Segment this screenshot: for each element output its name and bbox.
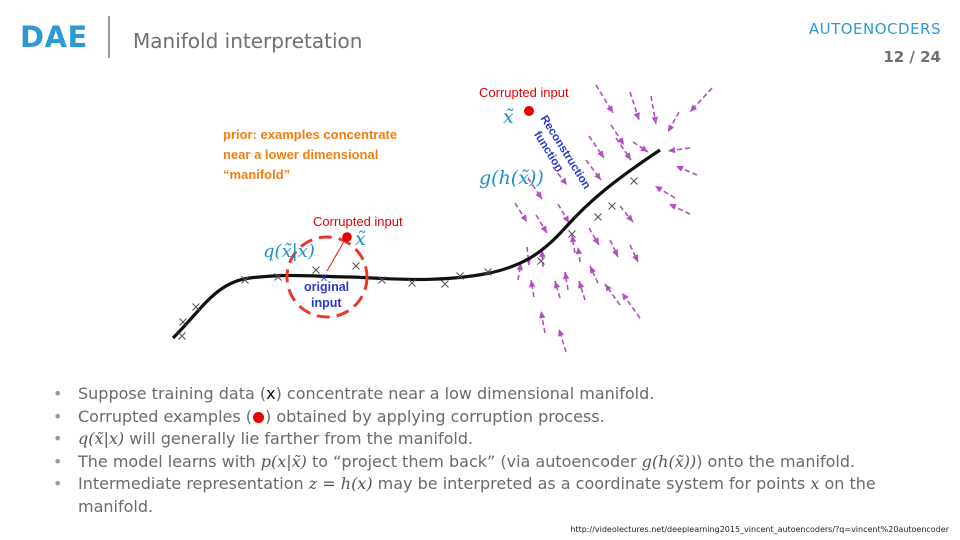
x-symbol: x: [266, 384, 276, 403]
corrupted-point: [342, 232, 352, 242]
arrow-head: [590, 266, 596, 274]
x-tilde-top: x̃: [503, 106, 514, 128]
x-mark: [192, 303, 200, 311]
arrow-head: [594, 172, 601, 180]
arrow-head: [633, 112, 640, 120]
arrow-head: [529, 280, 536, 288]
arrow-head: [535, 191, 542, 199]
arrow-head: [624, 152, 631, 160]
x-mark: [594, 213, 602, 221]
bullet-4: The model learns with p(x|x̃) to “projec…: [50, 451, 930, 474]
arrow-head: [516, 263, 523, 271]
arrow-head: [640, 145, 648, 152]
q-label: q(x̃|x): [263, 241, 315, 262]
x-mark: [378, 276, 386, 284]
corrupted-input-label: Corrupted input: [313, 214, 403, 229]
x-mark: [241, 276, 249, 284]
arrow-shaft: [541, 249, 544, 268]
arrow-head: [592, 237, 599, 245]
manifold-diagram: Corrupted input x̃ q(x̃|x) x original in…: [171, 84, 713, 353]
corrupted-input-label-top: Corrupted input: [479, 85, 569, 100]
arrow-head: [605, 284, 612, 292]
x-mark: [484, 268, 492, 276]
corrupted-point-top: [524, 106, 534, 116]
arrow-shaft: [588, 135, 605, 159]
slide-title: Manifold interpretation: [133, 29, 363, 53]
training-examples: [178, 177, 638, 340]
arrow-shaft: [554, 280, 561, 299]
arrow-head: [676, 165, 684, 172]
corruption-line: [326, 237, 347, 272]
bullet-list: Suppose training data (x) concentrate ne…: [50, 383, 930, 519]
x-mark: [441, 280, 449, 288]
arrow-head: [562, 215, 569, 223]
bullet-1: Suppose training data (x) concentrate ne…: [50, 383, 930, 406]
x-mark: [408, 279, 416, 287]
arrow-head: [668, 124, 675, 132]
arrow-head: [626, 214, 633, 222]
arrow-head: [690, 104, 698, 112]
arrow-head: [553, 281, 561, 289]
x-mark: [537, 257, 545, 265]
x-mark: [630, 177, 638, 185]
x-mark: [352, 262, 360, 270]
g-label: g(h(x̃)): [479, 167, 544, 189]
arrow-head: [539, 250, 546, 258]
x-mark: [179, 318, 187, 326]
arrow-head: [617, 137, 624, 145]
arrow-head: [655, 186, 663, 193]
arrow-shaft: [589, 265, 599, 284]
arrow-shaft: [604, 283, 621, 306]
corruption-circle: [285, 235, 369, 319]
arrow-shaft: [632, 141, 649, 153]
x-mark: [274, 273, 282, 281]
arrow-head: [632, 254, 638, 262]
manifold-curve: [171, 148, 661, 340]
arrow-shaft: [650, 95, 657, 125]
page-counter: 12 / 24: [883, 48, 941, 66]
x-mark: [608, 202, 616, 210]
arrow-head: [606, 105, 613, 113]
arrow-head: [578, 281, 585, 289]
bullet-5: Intermediate representation z = h(x) may…: [50, 473, 930, 518]
arrow-shaft: [517, 262, 522, 281]
arrow-shaft: [564, 271, 569, 291]
arrow-head: [612, 249, 618, 257]
arrow-head: [540, 225, 547, 233]
x-mark: [312, 266, 320, 274]
arrow-shaft: [615, 137, 632, 161]
original-input-label: original input: [304, 280, 353, 310]
arrow-shaft: [526, 246, 530, 266]
arrow-shaft: [530, 279, 535, 298]
arrow-shaft: [629, 244, 639, 263]
header-divider: [108, 16, 110, 58]
red-dot-icon: [253, 411, 265, 423]
arrow-head: [520, 214, 527, 222]
prior-note: prior: examples concentrate near a lower…: [223, 127, 401, 182]
arrow-head: [560, 177, 567, 185]
source-link[interactable]: http://videolectures.net/deeplearning201…: [570, 525, 949, 534]
x-mark: [178, 332, 186, 340]
x-mark: [568, 230, 576, 238]
deck-logo: DAE: [20, 20, 88, 54]
arrow-head: [597, 150, 604, 158]
arrow-head: [539, 311, 546, 319]
arrow-shaft: [609, 239, 619, 258]
arrow-head: [622, 293, 629, 301]
arrow-head: [562, 272, 570, 280]
bullet-3: q(x̃|x) will generally lie farther from …: [50, 428, 930, 451]
original-x-mark: x: [321, 270, 327, 284]
arrow-head: [569, 235, 577, 243]
section-topic: AUTOENOCDERS: [808, 20, 941, 38]
arrow-head: [651, 116, 658, 124]
x-mark: [456, 272, 464, 280]
arrow-shaft: [571, 234, 576, 254]
arrow-head: [575, 247, 583, 255]
x-tilde-near: x̃: [355, 228, 366, 250]
arrow-head: [557, 329, 565, 337]
arrow-head: [668, 146, 676, 154]
bullet-2: Corrupted examples () obtained by applyi…: [50, 406, 930, 429]
arrow-head: [669, 204, 677, 210]
arrow-shaft: [527, 177, 543, 200]
